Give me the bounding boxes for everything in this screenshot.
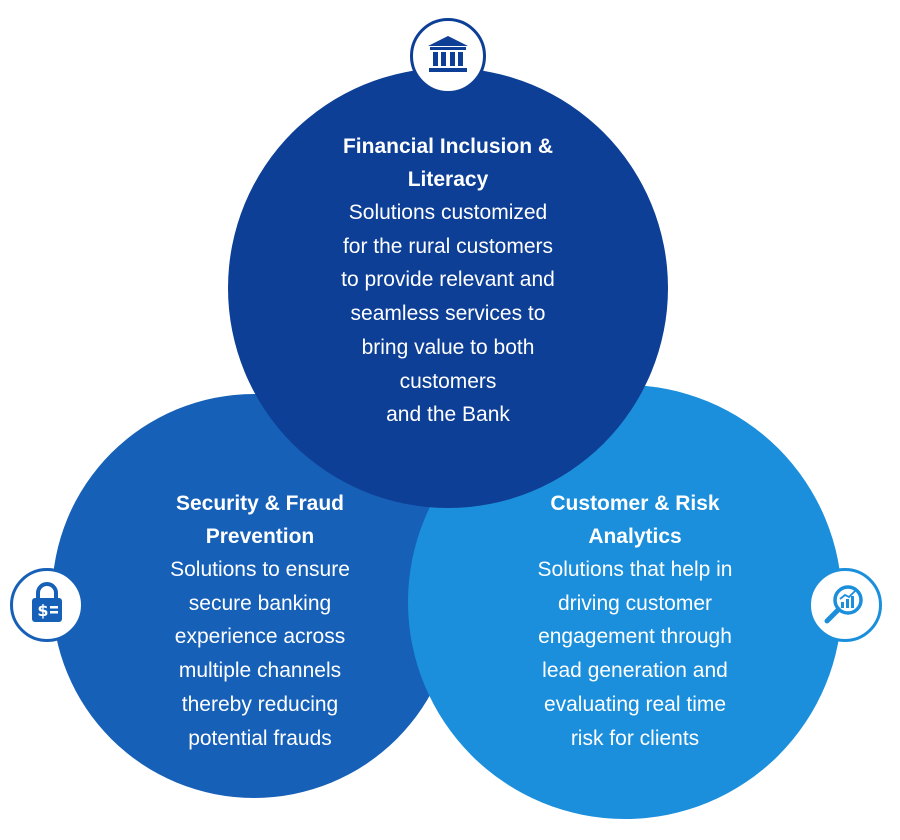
financial-inclusion-title: Financial Inclusion & Literacy [342,135,554,191]
analytics-badge [808,568,882,642]
customer-risk-title: Customer & Risk Analytics [550,492,720,548]
circle-financial-inclusion [228,68,668,508]
financial-inclusion-body: Solutions customized for the rural custo… [341,201,555,427]
security-fraud-block: Security & Fraud Prevention Solutions to… [110,487,410,755]
security-fraud-body: Solutions to ensure secure banking exper… [170,558,350,750]
svg-text:$: $ [37,601,48,620]
security-fraud-title: Security & Fraud Prevention [175,492,345,548]
magnifier-chart-icon [823,581,867,630]
padlock-badge: $ [10,568,84,642]
bank-icon [426,34,470,79]
customer-risk-block: Customer & Risk Analytics Solutions that… [485,487,785,755]
financial-inclusion-block: Financial Inclusion & Literacy Solutions… [268,130,628,432]
bank-badge [410,18,486,94]
customer-risk-body: Solutions that help in driving customer … [537,558,733,750]
padlock-dollar-icon: $ [29,581,65,629]
